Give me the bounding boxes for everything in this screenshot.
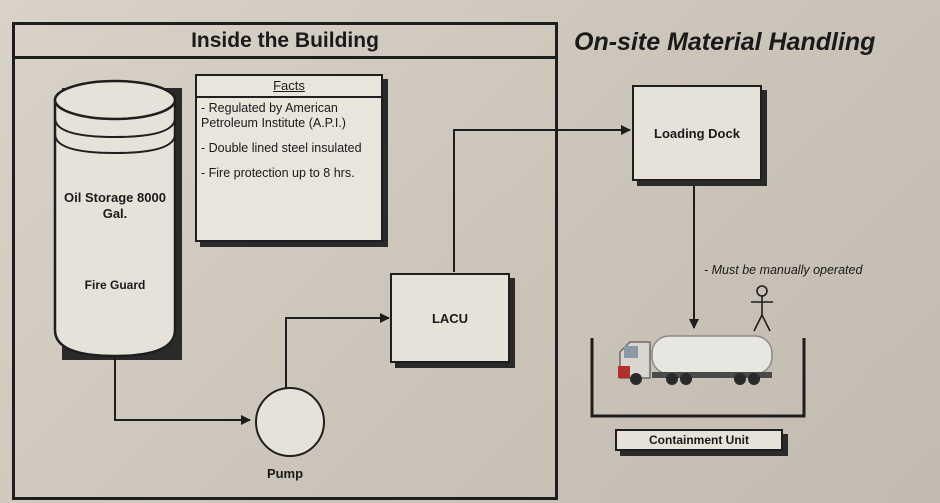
- pump-shape: [255, 387, 325, 457]
- tank-capacity-label: Oil Storage 8000 Gal.: [64, 190, 166, 221]
- fact-item: - Double lined steel insulated: [201, 141, 362, 155]
- building-title: Inside the Building: [15, 25, 555, 59]
- containment-basin: [590, 338, 806, 418]
- loading-dock-box: Loading Dock: [632, 85, 762, 181]
- facts-box: Facts - Regulated by American Petroleum …: [195, 74, 383, 242]
- handling-title: On-site Material Handling: [574, 28, 876, 56]
- containment-unit-box: Containment Unit: [615, 429, 783, 451]
- lacu-label: LACU: [431, 310, 469, 326]
- tank-to-pump-arrow: [114, 357, 251, 425]
- facts-list: - Regulated by American Petroleum Instit…: [197, 98, 381, 194]
- lacu-box: LACU: [390, 273, 510, 363]
- loading-dock-label: Loading Dock: [654, 125, 740, 141]
- pump-to-lacu-arrow: [285, 313, 390, 388]
- lacu-to-dock-arrow: [453, 125, 631, 272]
- fact-item: - Fire protection up to 8 hrs.: [201, 166, 355, 180]
- fact-item: - Regulated by American Petroleum Instit…: [201, 101, 346, 130]
- containment-unit-label: Containment Unit: [649, 433, 749, 447]
- tanker-truck-icon: [618, 335, 773, 385]
- facts-title: Facts: [197, 76, 381, 98]
- building-section: Inside the Building: [12, 22, 558, 500]
- manual-operation-note: - Must be manually operated: [704, 263, 863, 277]
- tank-fire-guard-label: Fire Guard: [84, 278, 146, 292]
- operator-person-icon: [751, 285, 773, 332]
- pump-label: Pump: [266, 466, 304, 481]
- oil-tank-shape: [53, 79, 182, 360]
